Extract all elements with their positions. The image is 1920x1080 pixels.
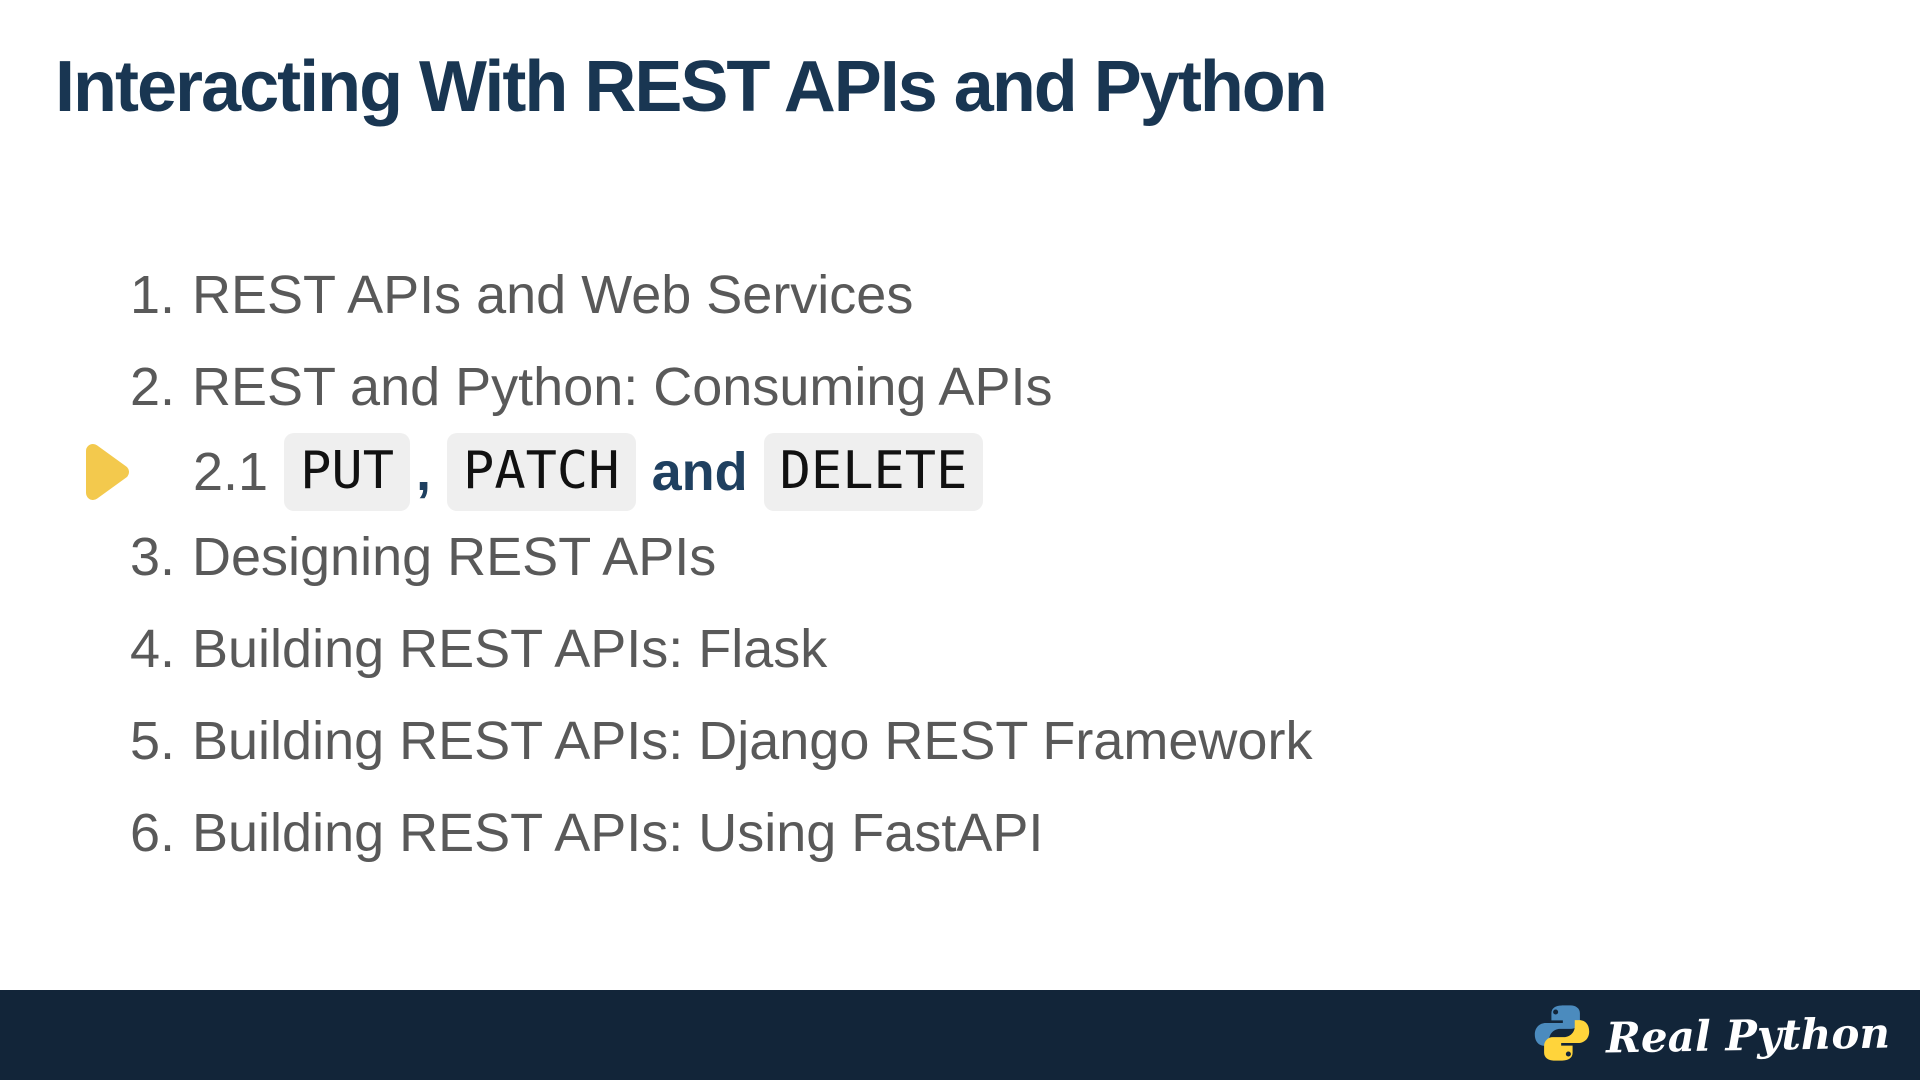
list-item-number: 3. <box>130 527 176 587</box>
list-item: 3. Designing REST APIs <box>0 511 1920 603</box>
code-chip-put: PUT <box>284 433 410 511</box>
list-item-label: Building REST APIs: Django REST Framewor… <box>192 711 1313 771</box>
brand-wordmark: Real Python <box>1605 1008 1891 1062</box>
list-item-label: REST APIs and Web Services <box>192 265 914 325</box>
python-logo-icon <box>1532 1003 1592 1068</box>
list-item-number: 2. <box>130 357 176 417</box>
list-item-label: Designing REST APIs <box>192 527 717 587</box>
list-item-number: 4. <box>130 619 176 679</box>
list-item: 6. Building REST APIs: Using FastAPI <box>0 787 1920 879</box>
list-item: 5. Building REST APIs: Django REST Frame… <box>0 695 1920 787</box>
current-item-arrow-icon <box>82 440 132 504</box>
outline-list: 1. REST APIs and Web Services 2. REST an… <box>0 249 1920 879</box>
list-item-number: 5. <box>130 711 176 771</box>
list-item-label: REST and Python: Consuming APIs <box>192 357 1053 417</box>
list-item: 1. REST APIs and Web Services <box>0 249 1920 341</box>
list-item-number: 6. <box>130 803 176 863</box>
list-item: 2. REST and Python: Consuming APIs <box>0 341 1920 433</box>
subitem-number: 2.1 <box>193 442 269 502</box>
list-subitem-current: 2.1 PUT , PATCH and DELETE <box>0 433 1920 511</box>
code-chip-patch: PATCH <box>447 433 636 511</box>
slide-title: Interacting With REST APIs and Python <box>55 47 1328 127</box>
list-item-label: Building REST APIs: Using FastAPI <box>192 803 1044 863</box>
footer-bar: Real Python <box>0 990 1920 1080</box>
list-item: 4. Building REST APIs: Flask <box>0 603 1920 695</box>
subitem-comma: , <box>416 442 432 502</box>
subitem-conjunction: and <box>651 442 748 502</box>
list-item-label: Building REST APIs: Flask <box>192 619 828 679</box>
code-chip-delete: DELETE <box>763 433 984 511</box>
list-item-number: 1. <box>130 265 176 325</box>
